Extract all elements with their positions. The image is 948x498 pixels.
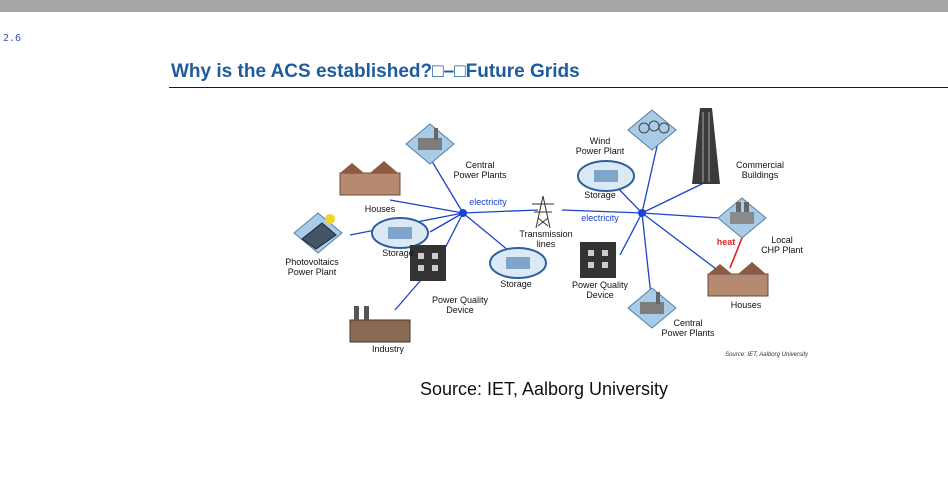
title-divider	[169, 87, 948, 88]
slide-title: Why is the ACS established?□–□Future Gri…	[171, 61, 580, 82]
label-heat: heat	[717, 237, 736, 247]
houses-icon	[339, 161, 401, 196]
central-power-plant-icon	[405, 123, 455, 165]
wind-power-plant-icon	[627, 109, 677, 151]
label-storage-1: Storage	[382, 248, 414, 258]
label-industry: Industry	[372, 344, 405, 354]
local-chp-plant-icon	[717, 197, 767, 239]
houses-right-icon	[707, 262, 769, 297]
label-electricity-left: electricity	[469, 197, 507, 207]
label-storage-2: Storage	[500, 279, 532, 289]
label-houses-left: Houses	[365, 204, 396, 214]
storage-2-icon	[489, 247, 547, 279]
top-bar	[0, 0, 948, 12]
left-hub-node	[459, 209, 467, 217]
label-storage-right: Storage	[584, 190, 616, 200]
right-hub-node	[638, 209, 646, 217]
label-houses-right: Houses	[731, 300, 762, 310]
power-quality-device-right-icon	[580, 242, 616, 278]
source-caption: Source: IET, Aalborg University	[419, 379, 669, 399]
diagram-source-note: Source: IET, Aalborg University	[725, 352, 809, 358]
left-hub-links	[349, 157, 539, 311]
transmission-tower-icon	[532, 195, 554, 229]
storage-right-icon	[577, 160, 635, 192]
label-electricity-right: electricity	[581, 213, 619, 223]
power-quality-device-icon	[410, 245, 446, 281]
slide-number: 2.6	[3, 33, 22, 44]
photovoltaics-icon	[293, 212, 343, 254]
industry-icon	[349, 306, 411, 343]
commercial-buildings-icon	[692, 108, 720, 184]
storage-1-icon	[371, 217, 429, 249]
central-power-plant-right-icon	[627, 287, 677, 329]
